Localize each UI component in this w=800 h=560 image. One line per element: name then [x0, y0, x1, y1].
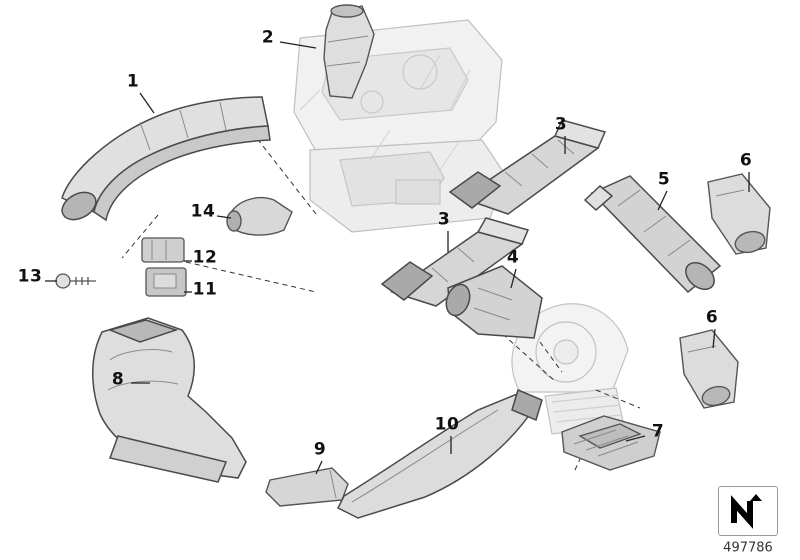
part-10-duct [336, 388, 543, 519]
callout-10: 10 [434, 414, 460, 435]
callout-13: 13 [17, 266, 43, 287]
zigzag-logo-icon [731, 494, 762, 529]
part-14-duct [226, 196, 293, 236]
part-5-duct [583, 175, 722, 294]
part-8-duct [92, 317, 247, 483]
part-3-duct-right [448, 119, 607, 215]
part-12-bracket [141, 237, 185, 263]
callout-11: 11 [192, 279, 218, 300]
part-9-duct [265, 467, 349, 507]
callout-2: 2 [261, 27, 275, 48]
part-6-duct-upper [707, 173, 771, 255]
callout-5: 5 [657, 169, 671, 190]
callout-3-top: 3 [554, 114, 568, 135]
callout-14: 14 [190, 201, 216, 222]
part-1-duct [61, 96, 271, 222]
part-number: 497786 [723, 540, 773, 556]
callout-8: 8 [111, 369, 125, 390]
part-11-bracket [145, 267, 187, 297]
callout-12: 12 [192, 247, 218, 268]
callout-4: 4 [506, 247, 520, 268]
part-4-duct [445, 265, 543, 339]
callout-6-upper: 6 [739, 150, 753, 171]
callout-6-lower: 6 [705, 307, 719, 328]
part-2-duct [323, 4, 375, 99]
part-6-duct-lower [679, 329, 739, 409]
blower-housing-illustration [511, 303, 629, 435]
callout-3-middle: 3 [437, 209, 451, 230]
part-3-duct-middle [380, 217, 530, 307]
callout-1: 1 [126, 71, 140, 92]
callout-9: 9 [313, 439, 327, 460]
part-13-fastener [55, 273, 96, 289]
part-7-tray [561, 415, 661, 471]
leader-lines [45, 41, 750, 475]
callout-7: 7 [651, 421, 665, 442]
catalog-logo [718, 486, 778, 536]
